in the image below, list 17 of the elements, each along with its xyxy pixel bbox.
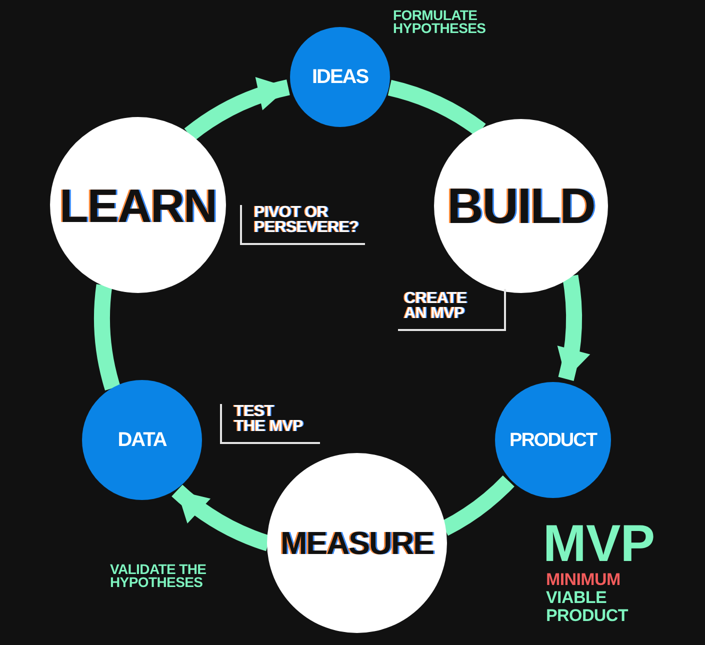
stage-name: LEARN — [60, 182, 216, 228]
stage-name: BUILD — [447, 181, 595, 231]
caption: VALIDATE THE HYPOTHESES — [110, 563, 208, 590]
cycle-arrow — [556, 275, 589, 381]
bracketed-caption: CREATE AN MVP — [398, 289, 506, 332]
stage-name: DATA — [118, 430, 166, 450]
caption: FORMULATE HYPOTHESES — [393, 9, 487, 36]
acronym-heading: MVP — [543, 520, 656, 570]
caption: VIABLE — [546, 590, 608, 606]
stage-name: MEASURE — [280, 527, 434, 559]
caption: PRODUCT — [546, 608, 630, 624]
bracketed-caption: PIVOT OR PERSEVERE? — [240, 205, 365, 246]
stage-name: IDEAS — [312, 67, 368, 87]
stage-name: PRODUCT — [510, 430, 596, 450]
bracketed-caption: TEST THE MVP — [220, 404, 320, 444]
caption: MINIMUM — [546, 572, 622, 588]
cycle-arrow — [184, 78, 290, 142]
